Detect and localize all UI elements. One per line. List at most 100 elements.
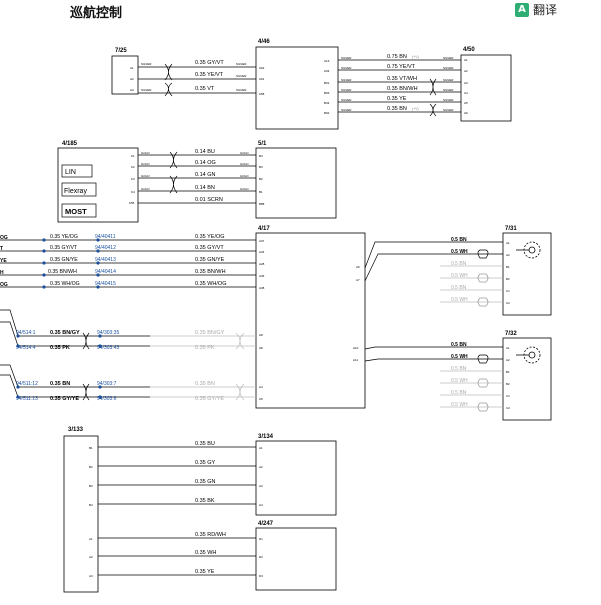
svg-text:A10: A10 xyxy=(353,346,359,350)
pin-label: A62 xyxy=(259,66,265,70)
svg-text:0.35 WH/OG: 0.35 WH/OG xyxy=(50,281,80,287)
svg-text:94/40411: 94/40411 xyxy=(95,234,116,240)
svg-text:0.35 BN/GY: 0.35 BN/GY xyxy=(195,330,225,336)
wire-label: 0.35 YE/VT xyxy=(195,72,224,78)
connector-3-133 xyxy=(63,435,99,593)
connector-7-32 xyxy=(502,337,552,421)
svg-text:A34: A34 xyxy=(259,250,265,254)
svg-text:GOLD: GOLD xyxy=(240,151,249,155)
svg-text:94/514:4: 94/514:4 xyxy=(16,345,36,351)
pin-labels-4-185: K1 K2 K3 K4 K55 xyxy=(129,154,135,205)
svg-text:B02: B02 xyxy=(324,111,330,115)
svg-text:B1: B1 xyxy=(506,370,510,374)
svg-text:0.35 BN/GY: 0.35 BN/GY xyxy=(50,330,80,336)
svg-text:0.14 BN: 0.14 BN xyxy=(195,185,215,191)
svg-text:GOLD: GOLD xyxy=(141,174,150,178)
svg-text:A13: A13 xyxy=(324,59,330,63)
svg-text:0.5 BN: 0.5 BN xyxy=(451,261,467,267)
wire-labels-right-732: 0.5 BN 0.5 WH 0.5 BN 0.5 WH 0.5 BN 0.5 W… xyxy=(451,342,468,408)
svg-text:0.35 GY/VT: 0.35 GY/VT xyxy=(50,245,78,251)
svg-text:GOLD: GOLD xyxy=(240,162,249,166)
connector-label-4-50: 4/50 xyxy=(463,47,475,53)
pin-labels-4-247: D1 D2 D3 xyxy=(259,537,263,578)
svg-text:D3: D3 xyxy=(259,574,263,578)
svg-text:0.35 GN/YE: 0.35 GN/YE xyxy=(195,257,225,263)
svg-text:A2: A2 xyxy=(506,358,510,362)
connector-label-3-134: 3/134 xyxy=(258,434,274,440)
connector-label-4-17: 4/17 xyxy=(258,226,270,232)
svg-text:0.75 YE/VT: 0.75 YE/VT xyxy=(387,64,416,70)
svg-text:0.5 WH: 0.5 WH xyxy=(451,378,468,384)
svg-text:SILVER: SILVER xyxy=(443,98,454,102)
svg-text:A3: A3 xyxy=(259,484,263,488)
svg-text:A3: A3 xyxy=(464,81,468,85)
svg-text:SILVER: SILVER xyxy=(341,66,352,70)
pin-label: A2 xyxy=(130,77,134,81)
wires-bus xyxy=(138,151,256,204)
svg-text:A4: A4 xyxy=(464,91,468,95)
connector-label-4-185: 4/185 xyxy=(62,141,78,147)
svg-text:A2: A2 xyxy=(506,253,510,257)
svg-text:94/303:6: 94/303:6 xyxy=(97,396,117,402)
svg-text:0.35 BN/WH: 0.35 BN/WH xyxy=(48,269,77,275)
page-title: 巡航控制 xyxy=(70,6,123,21)
svg-text:SILVER: SILVER xyxy=(341,78,352,82)
pin-labels-5-1: B4 B3 B2 B1 B88 xyxy=(259,154,265,206)
svg-text:A8: A8 xyxy=(259,346,263,350)
svg-text:K55: K55 xyxy=(129,201,135,205)
svg-text:0.35 BN: 0.35 BN xyxy=(50,381,70,387)
svg-text:A5: A5 xyxy=(259,397,263,401)
svg-text:D2: D2 xyxy=(259,555,263,559)
svg-text:0.01 SCRN: 0.01 SCRN xyxy=(195,197,223,203)
connector-7-31 xyxy=(502,232,552,316)
connector-4-46 xyxy=(255,46,339,130)
svg-text:B4: B4 xyxy=(89,503,93,507)
pin-labels-3-134: A1 A2 A3 A4 xyxy=(259,446,263,507)
connector-3-134 xyxy=(255,440,337,516)
svg-text:C1: C1 xyxy=(506,394,510,398)
bus-most-label: MOST xyxy=(65,207,87,216)
svg-text:B1: B1 xyxy=(506,265,510,269)
svg-text:0.75 BN: 0.75 BN xyxy=(387,54,407,60)
svg-text:A11: A11 xyxy=(353,358,358,362)
svg-text:0.35 BN: 0.35 BN xyxy=(195,381,215,387)
svg-text:A5: A5 xyxy=(464,101,468,105)
svg-text:A1: A1 xyxy=(259,446,263,450)
svg-text:B3: B3 xyxy=(259,165,263,169)
svg-text:GOLD: GOLD xyxy=(240,174,249,178)
svg-text:H: H xyxy=(0,270,4,276)
svg-text:B2: B2 xyxy=(506,382,510,386)
svg-text:0.5 WH: 0.5 WH xyxy=(451,249,468,255)
wires-top-right xyxy=(338,59,461,117)
wire-stubs-mid-left: OG T YE H OG xyxy=(0,235,8,288)
wire-labels-mid-center: 0.35 YE/OG 0.35 GY/VT 0.35 GN/YE 0.35 BN… xyxy=(195,234,226,287)
svg-text:0.5 WH: 0.5 WH xyxy=(451,354,468,360)
translate-button[interactable]: A 翻译 xyxy=(515,1,557,18)
svg-text:0.35 VT/WH: 0.35 VT/WH xyxy=(387,76,417,82)
svg-text:A1: A1 xyxy=(89,537,93,541)
svg-text:A1: A1 xyxy=(506,241,510,245)
connector-label-3-133: 3/133 xyxy=(68,427,84,433)
svg-text:SILVER: SILVER xyxy=(443,78,454,82)
top-bar: 巡航控制 A 翻译 xyxy=(0,0,601,26)
pin-label: A58 xyxy=(259,92,265,96)
wire-labels-bus: 0.14 BU 0.14 OG 0.14 GN 0.14 BN 0.01 SCR… xyxy=(195,149,223,203)
svg-text:0.35 BU: 0.35 BU xyxy=(195,441,215,447)
svg-text:94/303:7: 94/303:7 xyxy=(97,381,117,387)
svg-text:T: T xyxy=(0,246,3,252)
svg-text:A6: A6 xyxy=(464,111,468,115)
wire-labels-top-right: 0.75 BN 0.75 YE/VT 0.35 VT/WH 0.35 BN/WH… xyxy=(387,54,419,112)
svg-text:A38: A38 xyxy=(259,286,265,290)
svg-text:0.35 GN/YE: 0.35 GN/YE xyxy=(50,257,78,263)
terminal-labels-bus: GOLD GOLD GOLD GOLD GOLD GOLD GOLD GOLD xyxy=(141,151,249,191)
svg-text:A1: A1 xyxy=(464,58,468,62)
wire-refs-mid-left: 94/40411 94/40412 94/40413 94/40414 94/4… xyxy=(95,234,116,287)
svg-text:B2: B2 xyxy=(259,177,263,181)
wires-right-731 xyxy=(364,241,503,307)
svg-text:C2: C2 xyxy=(506,406,510,410)
pin-labels-4-46-right: A13 A03 B01 B03 B43 B02 xyxy=(324,59,330,115)
splice-dots-mid xyxy=(42,238,100,289)
svg-text:A3: A3 xyxy=(89,574,93,578)
connector-4-17 xyxy=(255,232,366,409)
